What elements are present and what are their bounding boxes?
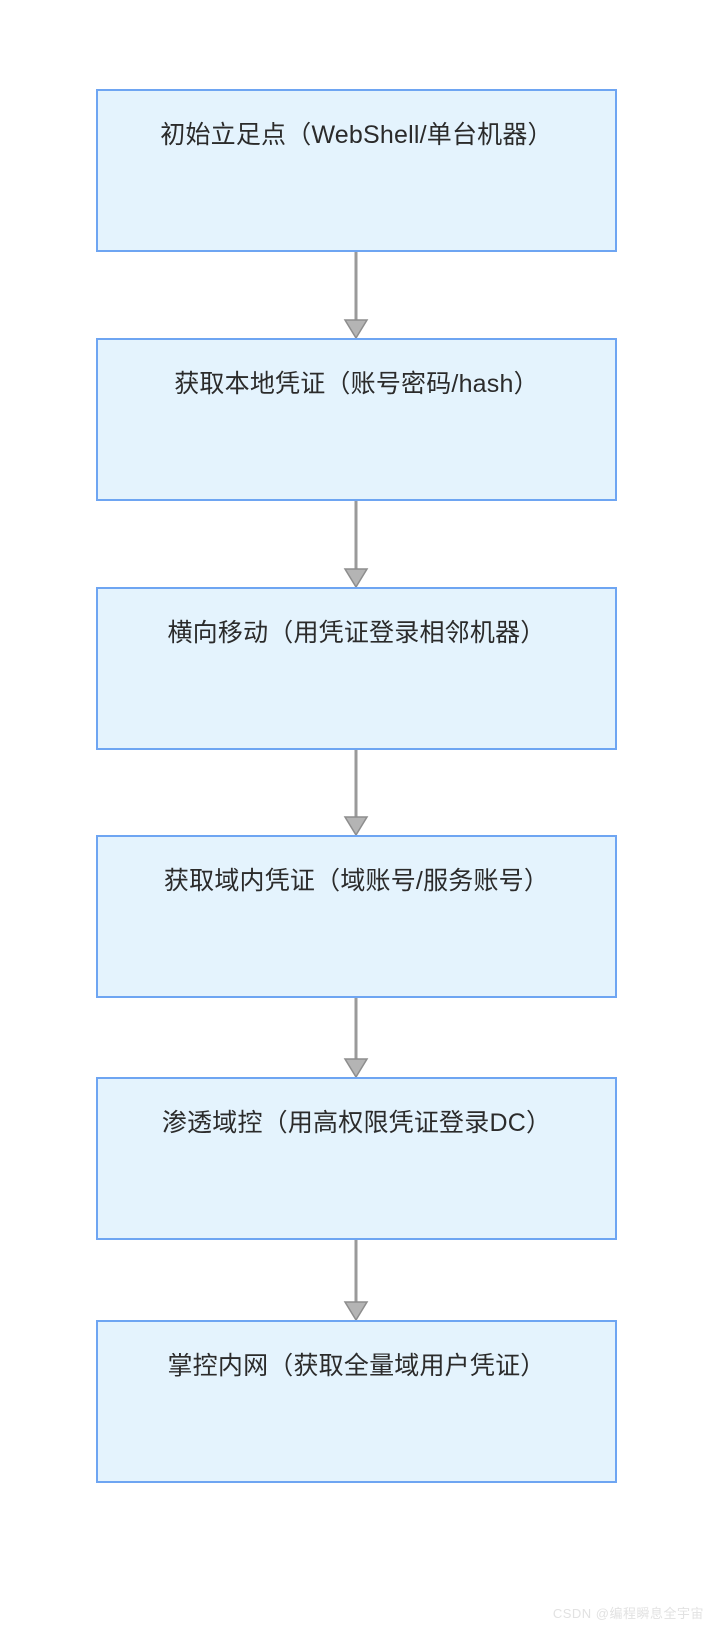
flow-node-control-internal-network[interactable]: 掌控内网（获取全量域用户凭证）	[96, 1320, 617, 1483]
flow-node-label: 获取本地凭证（账号密码/hash）	[174, 370, 539, 398]
connector-arrow-down	[335, 750, 377, 835]
flow-node-label: 掌控内网（获取全量域用户凭证）	[167, 1352, 546, 1380]
flow-node-compromise-domain-controller[interactable]: 渗透域控（用高权限凭证登录DC）	[96, 1077, 617, 1240]
flow-node-harvest-local-credentials[interactable]: 获取本地凭证（账号密码/hash）	[96, 338, 617, 501]
flow-node-lateral-movement[interactable]: 横向移动（用凭证登录相邻机器）	[96, 587, 617, 750]
connector-arrow-down	[335, 501, 377, 587]
flow-node-label: 初始立足点（WebShell/单台机器）	[160, 121, 553, 149]
connector-arrow-down	[335, 1240, 377, 1320]
flow-node-initial-foothold[interactable]: 初始立足点（WebShell/单台机器）	[96, 89, 617, 252]
watermark: CSDN @编程瞬息全宇宙	[552, 1606, 704, 1621]
flow-node-label: 横向移动（用凭证登录相邻机器）	[167, 619, 546, 647]
connector-arrow-down	[335, 998, 377, 1077]
connector-arrow-down	[335, 252, 377, 338]
flow-node-harvest-domain-credentials[interactable]: 获取域内凭证（域账号/服务账号）	[96, 835, 617, 998]
flow-node-label: 获取域内凭证（域账号/服务账号）	[163, 867, 550, 895]
flow-node-label: 渗透域控（用高权限凭证登录DC）	[161, 1109, 552, 1137]
